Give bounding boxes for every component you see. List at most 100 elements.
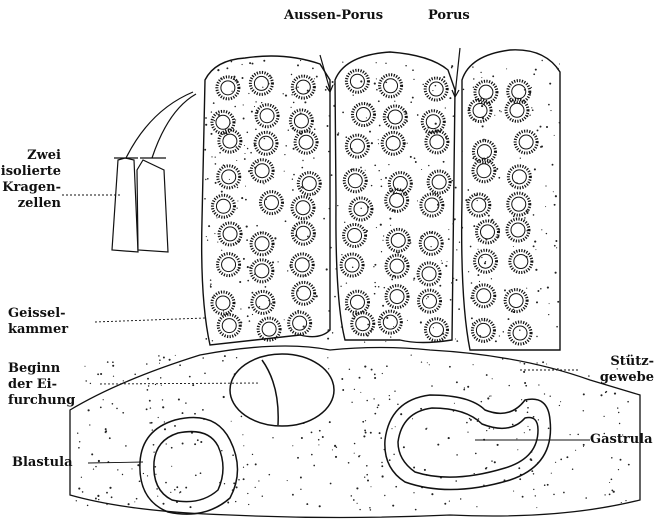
stipple-dot bbox=[268, 83, 269, 84]
stipple-dot bbox=[78, 488, 80, 490]
stipple-dot bbox=[257, 110, 258, 111]
stipple-dot bbox=[364, 342, 365, 343]
stipple-dot bbox=[272, 149, 273, 150]
stipple-dot bbox=[224, 355, 226, 357]
chamber-lumen bbox=[472, 198, 486, 212]
stipple-dot bbox=[212, 340, 213, 341]
stipple-dot bbox=[611, 457, 613, 459]
stipple-dot bbox=[379, 432, 381, 434]
stipple-dot bbox=[301, 186, 303, 188]
stipple-dot bbox=[420, 321, 422, 323]
chamber-lumen bbox=[512, 197, 526, 211]
stipple-dot bbox=[107, 361, 109, 363]
chamber-lumen bbox=[391, 233, 405, 247]
stipple-dot bbox=[360, 208, 361, 209]
stipple-dot bbox=[420, 236, 421, 237]
stipple-dot bbox=[263, 60, 265, 62]
stipple-dot bbox=[526, 288, 527, 289]
stipple-dot bbox=[105, 432, 106, 433]
stipple-dot bbox=[166, 443, 167, 444]
stipple-dot bbox=[247, 315, 249, 317]
stipple-dot bbox=[134, 374, 136, 376]
stipple-dot bbox=[621, 502, 622, 503]
stipple-dot bbox=[357, 503, 358, 504]
label-eifurchung: Beginn der Ei- furchung bbox=[8, 361, 75, 409]
stipple-dot bbox=[211, 111, 212, 112]
stipple-dot bbox=[254, 144, 256, 146]
stipple-dot bbox=[352, 314, 354, 316]
stipple-dot bbox=[354, 389, 355, 390]
stipple-dot bbox=[625, 500, 626, 501]
stipple-dot bbox=[508, 318, 510, 320]
stipple-dot bbox=[376, 89, 378, 91]
stipple-dot bbox=[346, 282, 347, 283]
stipple-dot bbox=[158, 355, 160, 357]
stipple-dot bbox=[311, 454, 313, 456]
stipple-dot bbox=[362, 311, 364, 313]
stipple-dot bbox=[215, 182, 217, 184]
stipple-dot bbox=[395, 426, 396, 427]
stipple-dot bbox=[524, 217, 526, 219]
stipple-dot bbox=[261, 232, 262, 233]
stipple-dot bbox=[504, 289, 506, 291]
stipple-dot bbox=[560, 401, 561, 402]
stipple-dot bbox=[351, 495, 353, 497]
stipple-dot bbox=[215, 163, 217, 165]
stipple-dot bbox=[328, 151, 330, 153]
stipple-dot bbox=[216, 217, 217, 218]
chamber-lumen bbox=[519, 135, 533, 149]
stipple-dot bbox=[456, 279, 458, 281]
stipple-dot bbox=[333, 105, 335, 107]
stipple-dot bbox=[259, 306, 261, 308]
stipple-dot bbox=[208, 225, 210, 227]
stipple-dot bbox=[381, 179, 382, 180]
stipple-dot bbox=[533, 473, 534, 474]
stipple-dot bbox=[85, 380, 86, 381]
stipple-dot bbox=[261, 102, 262, 103]
chamber-lumen bbox=[350, 295, 364, 309]
stipple-dot bbox=[469, 418, 470, 419]
stipple-dot bbox=[413, 279, 414, 280]
stipple-dot bbox=[162, 503, 164, 505]
stipple-dot bbox=[97, 495, 99, 497]
stipple-dot bbox=[583, 444, 585, 446]
stipple-dot bbox=[492, 75, 494, 77]
stipple-dot bbox=[354, 453, 355, 454]
stipple-dot bbox=[113, 376, 114, 377]
chamber-lumen bbox=[480, 225, 494, 239]
stipple-dot bbox=[374, 264, 376, 266]
stipple-dot bbox=[205, 124, 207, 126]
stipple-dot bbox=[371, 185, 372, 186]
stipple-dot bbox=[542, 361, 544, 363]
stipple-dot bbox=[484, 320, 486, 322]
chamber-lumen bbox=[477, 164, 491, 178]
stipple-dot bbox=[553, 494, 555, 496]
stipple-dot bbox=[207, 178, 209, 180]
stipple-dot bbox=[443, 76, 445, 78]
stipple-dot bbox=[527, 407, 529, 409]
stipple-dot bbox=[441, 262, 443, 264]
stipple-dot bbox=[366, 474, 368, 476]
stipple-dot bbox=[359, 377, 361, 379]
stipple-dot bbox=[395, 486, 397, 488]
stipple-dot bbox=[456, 249, 457, 250]
stipple-dot bbox=[474, 473, 475, 474]
stipple-dot bbox=[162, 399, 163, 400]
stipple-dot bbox=[393, 275, 395, 277]
stipple-dot bbox=[533, 73, 535, 75]
stipple-dot bbox=[445, 324, 446, 325]
stipple-dot bbox=[270, 303, 272, 305]
stipple-dot bbox=[111, 496, 113, 498]
stipple-dot bbox=[609, 482, 610, 483]
stipple-dot bbox=[548, 427, 550, 429]
stipple-dot bbox=[463, 89, 465, 91]
stipple-dot bbox=[292, 189, 294, 191]
stipple-dot bbox=[243, 478, 245, 480]
stipple-dot bbox=[116, 408, 118, 410]
stipple-dot bbox=[342, 112, 344, 114]
stipple-dot bbox=[267, 80, 268, 81]
stipple-dot bbox=[288, 129, 289, 130]
stipple-dot bbox=[410, 242, 412, 244]
chamber-lumen bbox=[348, 174, 362, 188]
stipple-dot bbox=[475, 174, 477, 176]
